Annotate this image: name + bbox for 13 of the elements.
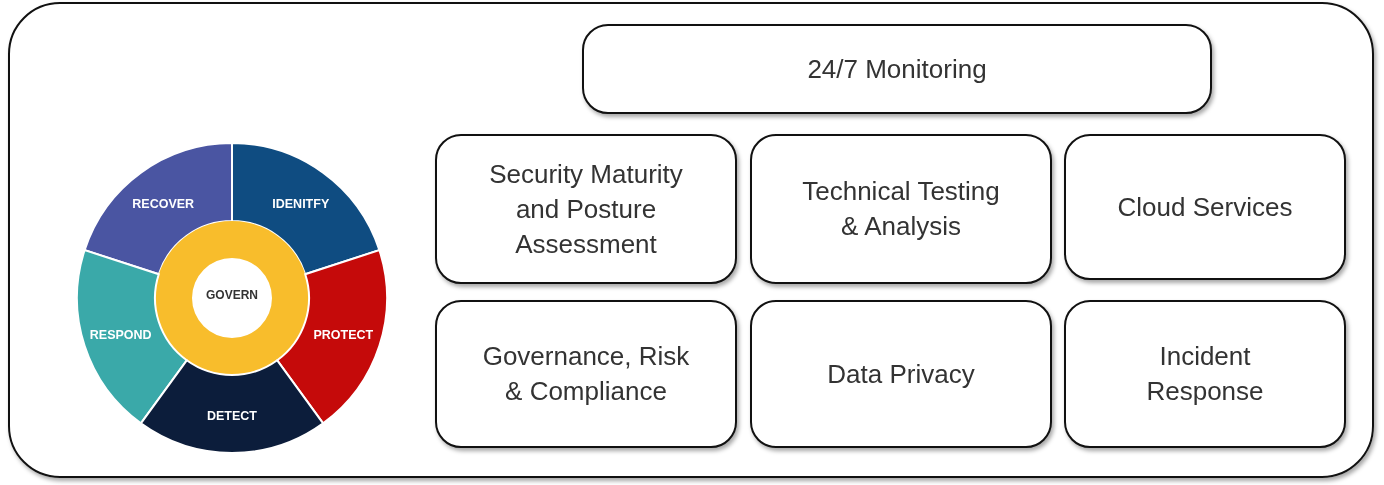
- hub-ring: GOVERN: [155, 221, 309, 375]
- service-box: Security Maturity and Posture Assessment: [435, 134, 737, 284]
- wheel-segment: DETECT: [139, 359, 325, 454]
- service-box: Incident Response: [1064, 300, 1346, 448]
- wheel-segment: IDENITFY: [231, 142, 381, 276]
- service-box: Data Privacy: [750, 300, 1052, 448]
- wheel-segment: RESPOND: [76, 249, 188, 425]
- wheel-segment: PROTECT: [276, 249, 388, 425]
- service-box: Cloud Services: [1064, 134, 1346, 280]
- service-box: Technical Testing & Analysis: [750, 134, 1052, 284]
- wheel-segment: RECOVER: [83, 142, 233, 276]
- service-box: Governance, Risk & Compliance: [435, 300, 737, 448]
- service-box: 24/7 Monitoring: [582, 24, 1212, 114]
